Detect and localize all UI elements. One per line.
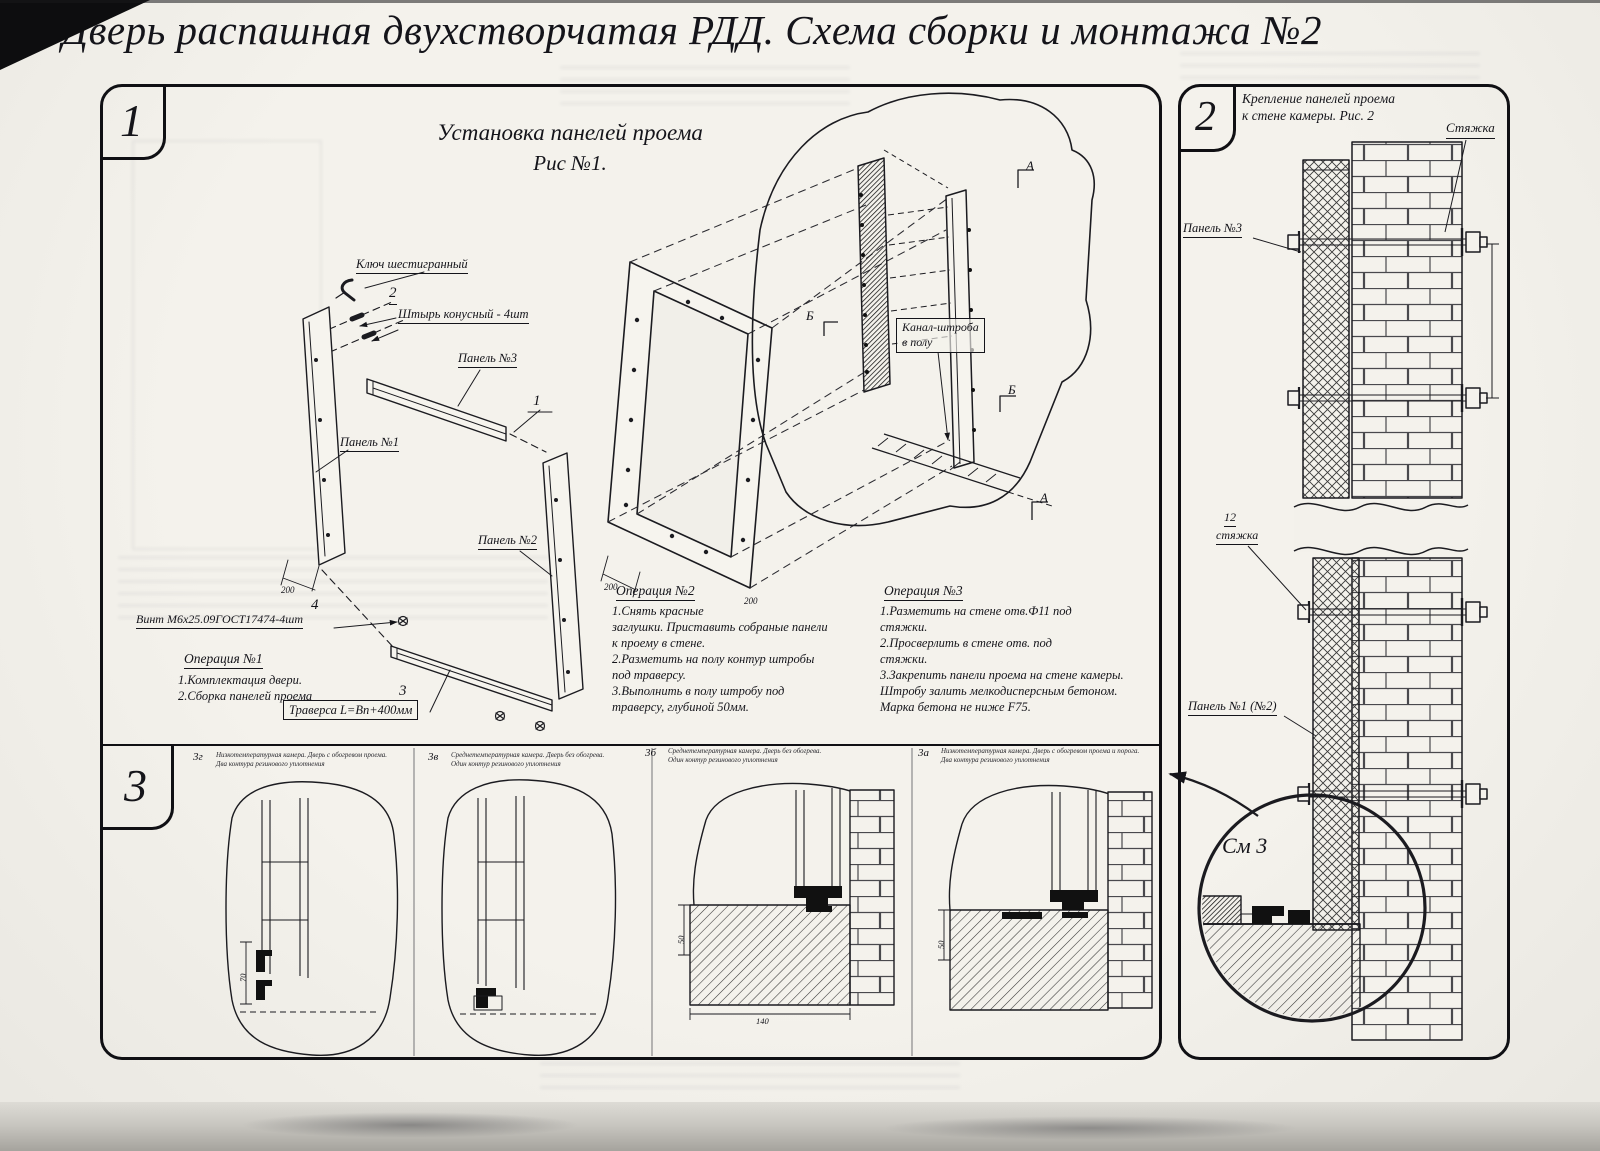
- section-marker-b-left: Б: [806, 308, 814, 323]
- operation3-title: Операция №3: [884, 582, 963, 602]
- figure1-number-cell: 1: [100, 84, 166, 160]
- operation2-body: 1.Снять красные заглушки. Приставить соб…: [612, 604, 828, 714]
- scan-smudge: [240, 1112, 580, 1138]
- figure1-frame: [100, 84, 1162, 1060]
- figure2-frame: [1178, 84, 1510, 1060]
- pin-label: Штырь конусный - 4шт: [398, 306, 529, 324]
- wall-opening-drawing: [751, 92, 1095, 527]
- exploded-panels-drawing: [280, 271, 641, 732]
- panel2-label: Панель №2: [478, 532, 538, 550]
- wall-attachment-drawing: [1247, 139, 1499, 1041]
- panel3-label: Панель №3: [458, 350, 518, 368]
- section-3a-dim-v: 50: [936, 940, 946, 950]
- section-3v-caption: Среднетемпературная камера. Дверь без об…: [451, 751, 605, 769]
- operation2-title: Операция №2: [616, 582, 695, 602]
- dim-200-c: 200: [744, 596, 758, 606]
- screw-label: Винт М6х25.09ГОСТ17474-4шт: [136, 612, 304, 630]
- scan-ghost-text: [1180, 52, 1480, 82]
- fig2-panel3-label: Панель №3: [1183, 220, 1243, 238]
- position-number-4: 4: [311, 597, 319, 613]
- operation1-title: Операция №1: [184, 650, 263, 670]
- scan-smudge: [880, 1116, 1300, 1140]
- figure2-title: Крепление панелей проема к стене камеры.…: [1242, 91, 1395, 124]
- section-marker-a-top: А: [1026, 158, 1034, 173]
- panel1-label: Панель №1: [340, 434, 400, 452]
- section-3b-id: 3б: [645, 747, 657, 759]
- scan-ghost-text: [540, 1062, 960, 1094]
- figure3-number-cell: 3: [100, 744, 174, 830]
- scan-edge-artifact-top: [0, 0, 1600, 3]
- see-detail-3-label: См 3: [1222, 833, 1268, 858]
- floor-channel-label: Канал-штроба в полу: [896, 318, 985, 353]
- fig2-panel12-label: Панель №1 (№2): [1188, 698, 1277, 716]
- section-3a-caption: Низкотемпературная камера. Дверь с обогр…: [941, 747, 1140, 765]
- assembled-frame-drawing: [607, 261, 773, 589]
- figure1-title: Установка панелей проема: [437, 120, 703, 145]
- projection-lines: [607, 167, 953, 589]
- section-3g-dim: 70: [238, 973, 248, 983]
- section-marker-b-right: Б: [1008, 382, 1016, 397]
- position-number-12: 12: [1224, 510, 1236, 528]
- dim-200-b: 200: [604, 582, 618, 592]
- sheet-title: Дверь распашная двухстворчатая РДД. Схем…: [62, 7, 1322, 53]
- figure2-number-cell: 2: [1178, 84, 1236, 152]
- tie-label: Стяжка: [1446, 120, 1495, 139]
- figure1-subtitle: Рис №1.: [533, 151, 607, 175]
- section-marker-a-bottom: А: [1040, 490, 1048, 505]
- section-3g-caption: Низкотемпературная камера. Дверь с обогр…: [216, 751, 388, 769]
- section-3a-id: 3а: [918, 747, 929, 759]
- scan-ghost-text: [560, 66, 850, 108]
- position-number-3: 3: [399, 683, 407, 699]
- section-3b-caption: Среднетемпературная камера. Дверь без об…: [668, 747, 822, 765]
- scan-ghost-text: [118, 556, 548, 628]
- dim-200-a: 200: [281, 585, 295, 595]
- position-number-1: 1: [533, 393, 541, 409]
- section-3v-id: 3в: [428, 751, 439, 763]
- section-3b-dim-h: 140: [756, 1016, 769, 1026]
- section-3g-id: 3г: [193, 751, 203, 763]
- operation3-body: 1.Разметить на стене отв.Ф11 под стяжки.…: [880, 604, 1124, 714]
- operation1-body: 1.Комплектация двери. 2.Сборка панелей п…: [178, 673, 313, 703]
- figure2-number: 2: [1195, 93, 1216, 140]
- detail-circle-drawing: [1168, 771, 1427, 1023]
- figure3-number: 3: [124, 759, 147, 811]
- scan-edge-artifact-bottom: [0, 1102, 1600, 1151]
- tie-label-2: стяжка: [1216, 528, 1259, 546]
- section-3b-dim-v: 50: [676, 935, 686, 945]
- pin-position-number: 2: [389, 284, 397, 306]
- figure1-number: 1: [120, 94, 143, 146]
- traverse-label: Траверса L=Bn+400мм: [283, 700, 419, 720]
- figure3-divider: [103, 744, 1159, 746]
- hex-key-label: Ключ шестигранный: [356, 256, 468, 274]
- floor-sections-drawing: [225, 748, 1153, 1056]
